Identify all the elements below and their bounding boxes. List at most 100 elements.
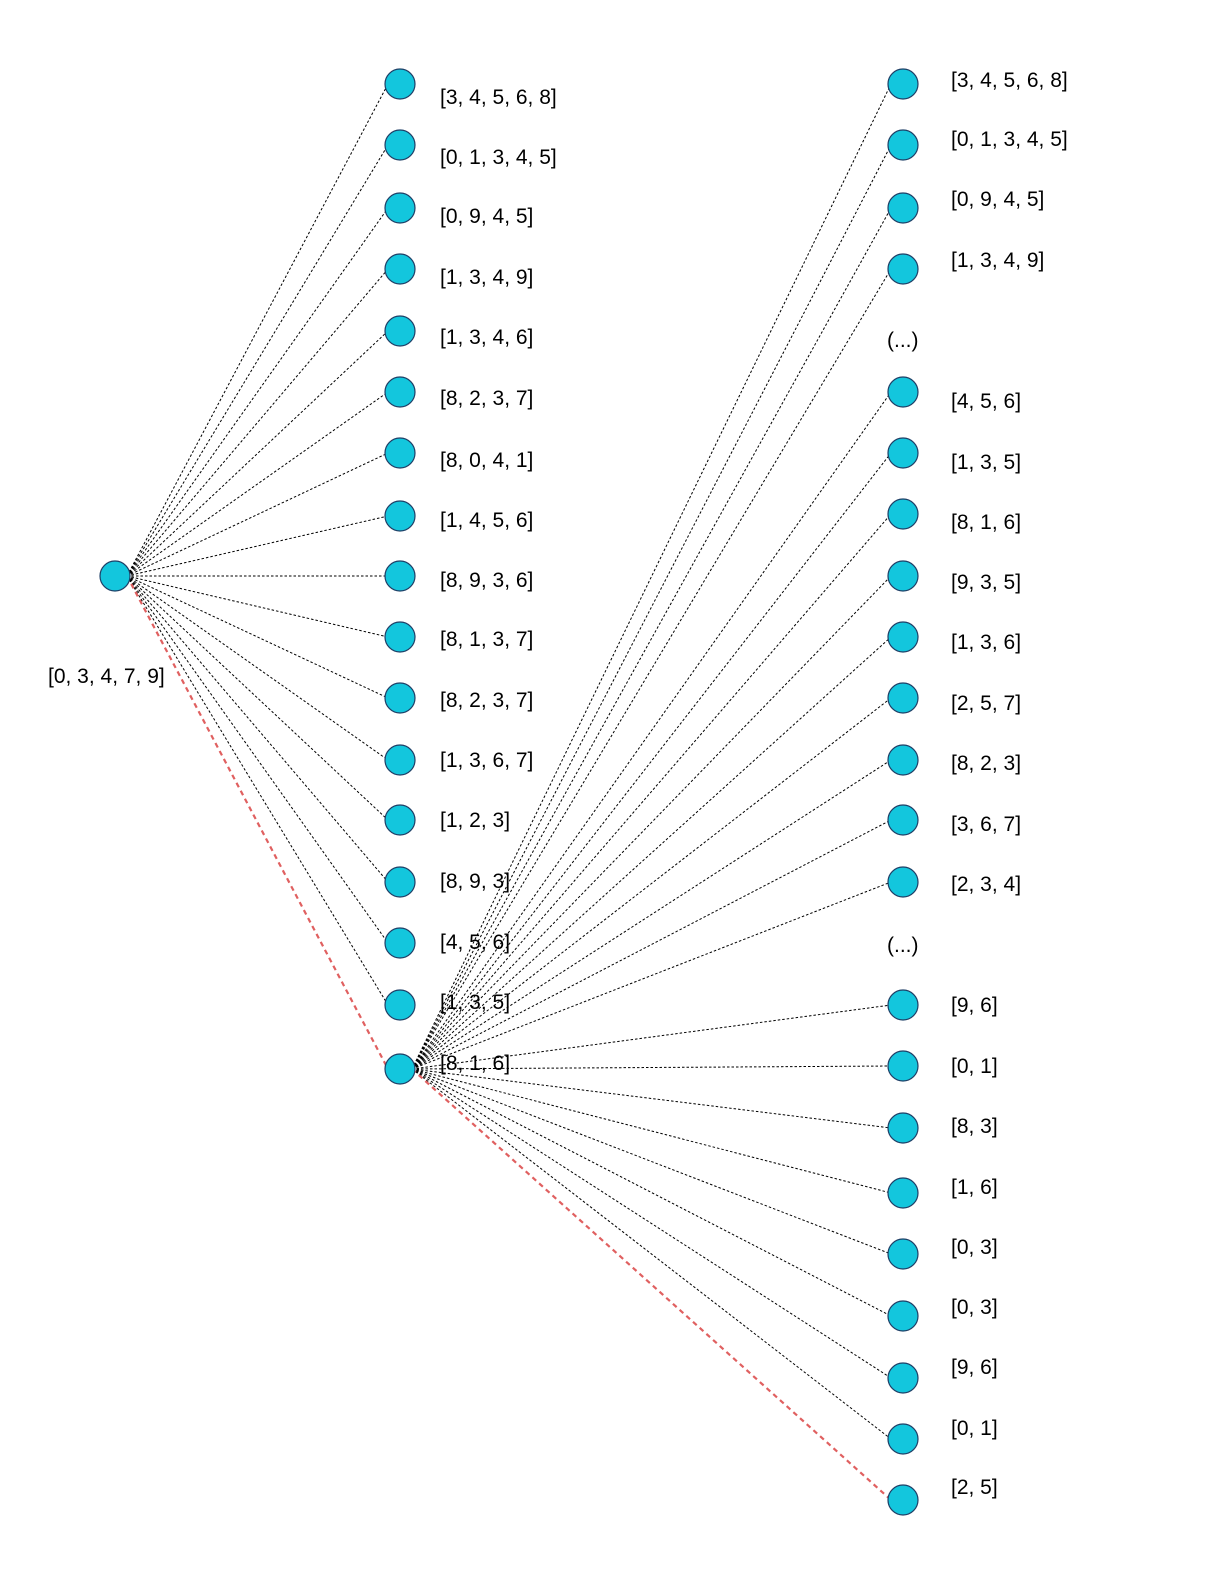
edge-level1-to-level2	[411, 636, 892, 1070]
edge-level1-to-level2	[411, 513, 892, 1070]
edges-layer	[126, 83, 892, 1501]
level1-label: [8, 0, 4, 1]	[440, 449, 533, 472]
level1-label: [1, 2, 3]	[440, 809, 510, 832]
level2-node	[887, 1238, 919, 1270]
edge-level1-to-level2	[411, 1068, 892, 1194]
highlight-edge-root-to-last	[126, 575, 389, 1070]
edge-level1-to-level2	[411, 268, 892, 1070]
level1-node	[384, 804, 416, 836]
edge-root-to-level1	[126, 575, 389, 821]
level1-node	[384, 621, 416, 653]
level2-label: [0, 3]	[951, 1296, 998, 1319]
level2-label: [3, 6, 7]	[951, 813, 1021, 836]
level2-label: [0, 9, 4, 5]	[951, 188, 1044, 211]
level2-label: [9, 6]	[951, 1356, 998, 1379]
level1-label: [1, 3, 5]	[440, 991, 510, 1014]
level2-label: [3, 4, 5, 6, 8]	[951, 69, 1068, 92]
ellipsis-label: (...)	[887, 934, 919, 957]
level2-label: [0, 3]	[951, 1236, 998, 1259]
edge-root-to-level1	[126, 515, 389, 577]
labels-layer: [0, 3, 4, 7, 9] [3, 4, 5, 6, 8] [0, 1, 3, …	[48, 69, 1068, 1499]
level2-node	[887, 253, 919, 285]
level1-label: [8, 9, 3]	[440, 870, 510, 893]
level1-node	[384, 68, 416, 100]
edge-root-to-level1	[126, 391, 389, 577]
edge-level1-to-level2	[411, 207, 892, 1070]
level2-node	[887, 1300, 919, 1332]
level1-label: [8, 2, 3, 7]	[440, 387, 533, 410]
root-node	[99, 560, 131, 592]
level2-node	[887, 1362, 919, 1394]
level2-label: [8, 1, 6]	[951, 511, 1021, 534]
level1-label: [1, 3, 4, 6]	[440, 326, 533, 349]
level2-node	[887, 498, 919, 530]
level2-label: [1, 3, 4, 9]	[951, 249, 1044, 272]
edge-root-to-level1	[126, 575, 389, 638]
level2-node	[887, 989, 919, 1021]
level2-node	[887, 866, 919, 898]
level1-label: [3, 4, 5, 6, 8]	[440, 86, 557, 109]
level1-label: [8, 1, 3, 7]	[440, 628, 533, 651]
level1-label: [1, 3, 6, 7]	[440, 749, 533, 772]
edge-level1-to-level2	[411, 391, 892, 1070]
level2-node	[887, 129, 919, 161]
edge-root-to-level1	[126, 575, 389, 944]
level2-node	[887, 437, 919, 469]
level1-node	[384, 682, 416, 714]
edge-level1-to-level2	[411, 1068, 892, 1255]
edge-level1-to-level2	[411, 452, 892, 1070]
edge-level1-to-level2	[411, 144, 892, 1070]
root-label: [0, 3, 4, 7, 9]	[48, 665, 165, 688]
level1-node	[384, 376, 416, 408]
level2-label: [1, 6]	[951, 1176, 998, 1199]
level2-label: [4, 5, 6]	[951, 390, 1021, 413]
level2-label: [0, 1]	[951, 1417, 998, 1440]
level2-label: [1, 3, 6]	[951, 631, 1021, 654]
edge-root-to-level1	[126, 207, 389, 577]
level1-label: [0, 9, 4, 5]	[440, 205, 533, 228]
level1-label: [0, 1, 3, 4, 5]	[440, 146, 557, 169]
level1-label: [8, 2, 3, 7]	[440, 689, 533, 712]
level1-node	[384, 866, 416, 898]
level2-node	[887, 621, 919, 653]
level1-label: [8, 1, 6]	[440, 1052, 510, 1075]
level1-node	[384, 129, 416, 161]
level1-node	[384, 500, 416, 532]
edge-root-to-level1	[126, 575, 389, 761]
level1-node	[384, 315, 416, 347]
edge-root-to-level1	[126, 83, 389, 577]
level2-node	[887, 682, 919, 714]
level1-node	[384, 560, 416, 592]
level2-node	[887, 192, 919, 224]
edge-root-to-level1	[126, 575, 389, 1006]
edge-root-to-level1	[126, 330, 389, 577]
level2-label: [2, 5, 7]	[951, 692, 1021, 715]
edge-root-to-level1	[126, 575, 389, 883]
level2-label: [9, 3, 5]	[951, 571, 1021, 594]
level1-node	[384, 1053, 416, 1085]
edge-level1-to-level2	[411, 1065, 892, 1070]
level2-node	[887, 1423, 919, 1455]
level1-node	[384, 437, 416, 469]
level2-node	[887, 804, 919, 836]
ellipsis-label: (...)	[887, 329, 919, 352]
edge-level1-to-level2	[411, 759, 892, 1070]
level2-label: [8, 3]	[951, 1115, 998, 1138]
edge-level1-to-level2	[411, 1068, 892, 1379]
edge-level1-to-level2	[411, 575, 892, 1070]
level1-label: [1, 3, 4, 9]	[440, 266, 533, 289]
edge-level1-to-level2	[411, 1068, 892, 1317]
level1-node	[384, 253, 416, 285]
level2-node	[887, 744, 919, 776]
level2-node	[887, 68, 919, 100]
level2-label: [9, 6]	[951, 994, 998, 1017]
level1-label: [8, 9, 3, 6]	[440, 569, 533, 592]
level2-label: [1, 3, 5]	[951, 451, 1021, 474]
level2-label: [2, 5]	[951, 1476, 998, 1499]
level2-node	[887, 560, 919, 592]
level2-node	[887, 1050, 919, 1082]
edge-root-to-level1	[126, 144, 389, 577]
edge-root-to-level1	[126, 575, 389, 699]
level2-label: [8, 2, 3]	[951, 752, 1021, 775]
